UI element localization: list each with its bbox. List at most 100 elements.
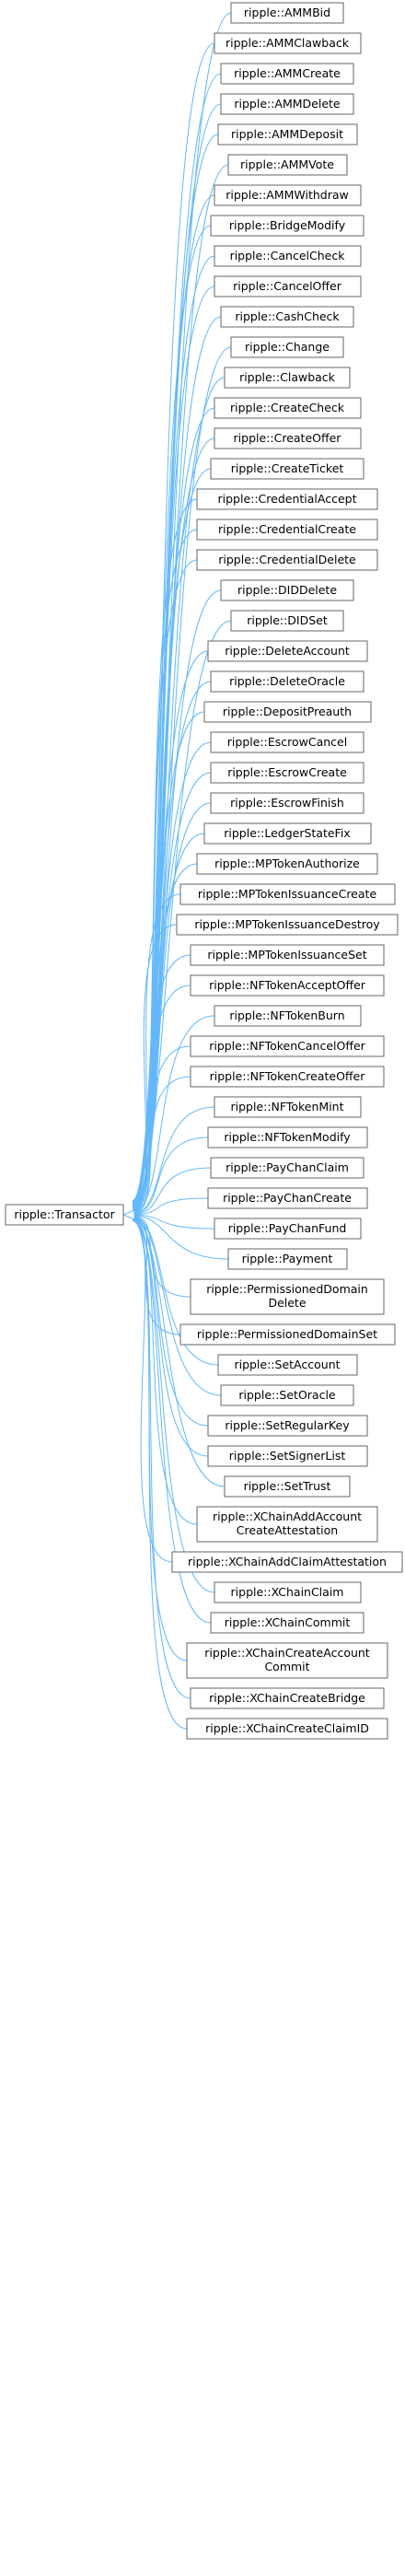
derived-class-node[interactable]: ripple::MPTokenIssuanceDestroy — [176, 914, 399, 936]
derived-class-node[interactable]: ripple::CancelCheck — [214, 245, 362, 267]
derived-class-node[interactable]: ripple::AMMCreate — [220, 63, 354, 85]
derived-class-box — [230, 336, 344, 358]
derived-class-node[interactable]: ripple::NFTokenBurn — [214, 1005, 362, 1027]
inheritance-edge — [132, 711, 205, 1209]
derived-class-node[interactable]: ripple::SetSignerList — [207, 1445, 368, 1467]
derived-class-node[interactable]: ripple::CreateOffer — [214, 427, 362, 449]
derived-class-node[interactable]: ripple::PayChanCreate — [207, 1187, 368, 1209]
derived-class-node[interactable]: ripple::Payment — [227, 1248, 348, 1270]
inheritance-edge — [132, 1136, 209, 1215]
derived-class-box — [190, 974, 385, 997]
derived-class-node[interactable]: ripple::SetAccount — [217, 1354, 358, 1376]
derived-class-node[interactable]: ripple::AMMBid — [230, 2, 344, 24]
derived-class-box — [203, 822, 372, 845]
derived-class-node[interactable]: ripple::CashCheck — [220, 306, 354, 328]
derived-class-box — [207, 1415, 368, 1437]
derived-class-box — [203, 701, 372, 723]
inheritance-edge — [132, 1214, 215, 1230]
derived-class-node[interactable]: ripple::MPTokenAuthorize — [196, 853, 378, 875]
derived-class-node[interactable]: ripple::XChainAddAccountCreateAttestatio… — [196, 1506, 378, 1543]
derived-class-label: ripple::LedgerStateFix — [224, 826, 350, 840]
derived-class-node[interactable]: ripple::MPTokenIssuanceCreate — [179, 883, 396, 905]
derived-class-node[interactable]: ripple::XChainCommit — [210, 1612, 364, 1634]
derived-class-node[interactable]: ripple::EscrowCancel — [210, 731, 364, 753]
derived-class-node[interactable]: ripple::Clawback — [224, 367, 351, 389]
derived-class-node[interactable]: ripple::CreateTicket — [210, 458, 364, 480]
derived-class-node[interactable]: ripple::PayChanClaim — [210, 1157, 364, 1179]
derived-class-label: ripple::CancelOffer — [233, 279, 342, 293]
derived-class-label: ripple::SetOracle — [238, 1388, 336, 1402]
derived-class-node[interactable]: ripple::SetOracle — [220, 1384, 354, 1406]
derived-class-box — [176, 914, 399, 936]
derived-class-box — [220, 93, 354, 115]
derived-class-label: ripple::DeleteOracle — [229, 674, 345, 688]
derived-class-node[interactable]: ripple::CredentialCreate — [196, 519, 378, 541]
derived-class-node[interactable]: ripple::EscrowCreate — [210, 762, 364, 784]
derived-class-node[interactable]: ripple::LedgerStateFix — [203, 822, 372, 845]
derived-class-label: ripple::NFTokenCancelOffer — [209, 1039, 365, 1053]
inheritance-edge — [132, 1219, 191, 1699]
base-class-node[interactable]: ripple::Transactor — [5, 1204, 124, 1226]
derived-class-node[interactable]: ripple::NFTokenCancelOffer — [190, 1035, 385, 1057]
derived-class-node[interactable]: ripple::AMMDeposit — [217, 123, 358, 146]
derived-class-node[interactable]: ripple::DeleteOracle — [210, 670, 364, 693]
base-class-label: ripple::Transactor — [14, 1207, 115, 1221]
derived-class-node[interactable]: ripple::AMMDelete — [220, 93, 354, 115]
derived-class-node[interactable]: ripple::NFTokenModify — [207, 1126, 368, 1148]
derived-class-node[interactable]: ripple::CancelOffer — [214, 275, 362, 297]
derived-class-node[interactable]: ripple::DIDDelete — [220, 579, 354, 601]
derived-class-nodes: ripple::AMMBidripple::AMMClawbackripple:… — [171, 2, 403, 1740]
derived-class-label: ripple::XChainCreateClaimID — [205, 1721, 369, 1735]
derived-class-node[interactable]: ripple::MPTokenIssuanceSet — [190, 944, 385, 966]
derived-class-node[interactable]: ripple::AMMWithdraw — [214, 184, 362, 206]
derived-class-label: ripple::Change — [245, 340, 330, 354]
derived-class-box — [207, 640, 368, 662]
derived-class-node[interactable]: ripple::SetTrust — [224, 1475, 351, 1498]
inheritance-edge — [132, 924, 178, 1212]
derived-class-label: ripple::XChainAddClaimAttestation — [188, 1555, 387, 1568]
derived-class-label: ripple::MPTokenIssuanceCreate — [198, 887, 377, 901]
derived-class-label: ripple::SetTrust — [244, 1479, 331, 1493]
derived-class-node[interactable]: ripple::CredentialDelete — [196, 549, 378, 571]
derived-class-box — [214, 1218, 362, 1240]
derived-class-label: ripple::CreateOffer — [234, 431, 342, 445]
derived-class-node[interactable]: ripple::CreateCheck — [214, 397, 362, 419]
derived-class-label: ripple::BridgeModify — [229, 218, 346, 232]
derived-class-node[interactable]: ripple::DeleteAccount — [207, 640, 368, 662]
derived-class-node[interactable]: ripple::EscrowFinish — [210, 792, 364, 814]
derived-class-node[interactable]: ripple::XChainClaim — [214, 1581, 362, 1603]
derived-class-node[interactable]: ripple::CredentialAccept — [196, 488, 378, 510]
inheritance-edge — [132, 954, 191, 1213]
inheritance-edge — [132, 1215, 229, 1260]
derived-class-node[interactable]: ripple::PayChanFund — [214, 1218, 362, 1240]
derived-class-node[interactable]: ripple::PermissionedDomainSet — [179, 1323, 396, 1346]
derived-class-node[interactable]: ripple::XChainCreateClaimID — [186, 1718, 388, 1740]
derived-class-label: ripple::AMMClawback — [226, 36, 350, 50]
derived-class-label: Delete — [268, 1296, 306, 1310]
derived-class-node[interactable]: ripple::XChainCreateBridge — [190, 1687, 385, 1709]
derived-class-label: ripple::Payment — [242, 1252, 333, 1265]
derived-class-node[interactable]: ripple::AMMVote — [227, 154, 348, 176]
derived-class-box — [190, 1035, 385, 1057]
derived-class-label: ripple::CreateTicket — [231, 461, 344, 475]
inheritance-edge — [132, 1220, 188, 1730]
derived-class-node[interactable]: ripple::NFTokenMint — [214, 1096, 362, 1118]
derived-class-node[interactable]: ripple::NFTokenAcceptOffer — [190, 974, 385, 997]
derived-class-box — [190, 944, 385, 966]
derived-class-box — [224, 1475, 351, 1498]
derived-class-node[interactable]: ripple::BridgeModify — [210, 215, 364, 237]
derived-class-node[interactable]: ripple::DIDSet — [230, 610, 344, 632]
derived-class-box — [196, 1506, 378, 1543]
inheritance-edge — [132, 559, 198, 1207]
derived-class-node[interactable]: ripple::NFTokenCreateOffer — [190, 1066, 385, 1088]
derived-class-node[interactable]: ripple::AMMClawback — [214, 32, 362, 54]
derived-class-node[interactable]: ripple::DepositPreauth — [203, 701, 372, 723]
derived-class-label: ripple::AMMCreate — [234, 66, 341, 80]
derived-class-node[interactable]: ripple::SetRegularKey — [207, 1415, 368, 1437]
derived-class-node[interactable]: ripple::Change — [230, 336, 344, 358]
derived-class-node[interactable]: ripple::XChainAddClaimAttestation — [171, 1551, 403, 1573]
inheritance-edge — [132, 1217, 209, 1427]
